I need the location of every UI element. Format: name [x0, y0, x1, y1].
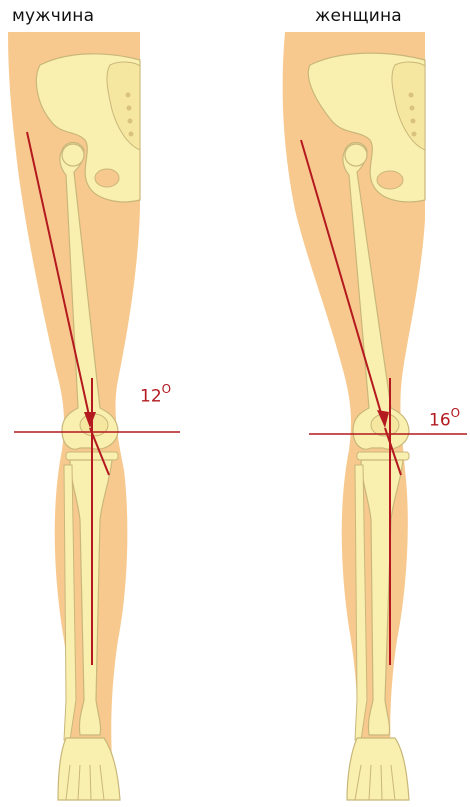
female-obturator-foramen — [377, 171, 403, 189]
female-angle-value: 16 — [429, 411, 451, 431]
male-leg-drawing — [0, 0, 235, 807]
male-angle-unit: O — [162, 382, 171, 396]
female-title: женщина — [315, 6, 402, 26]
female-leg-figure: женщина 16O — [235, 0, 470, 807]
male-angle-label: 12O — [140, 384, 171, 407]
female-angle-label: 16O — [429, 408, 460, 431]
female-tibial-plateau — [357, 452, 409, 460]
male-angle-value: 12 — [140, 387, 162, 407]
female-femoral-head — [345, 144, 367, 166]
female-leg-drawing — [235, 0, 470, 807]
male-title: мужчина — [12, 6, 94, 26]
male-leg-figure: мужчина 12O — [0, 0, 235, 807]
female-angle-unit: O — [451, 406, 460, 420]
male-femoral-head — [62, 144, 84, 166]
male-obturator-foramen — [95, 169, 119, 187]
